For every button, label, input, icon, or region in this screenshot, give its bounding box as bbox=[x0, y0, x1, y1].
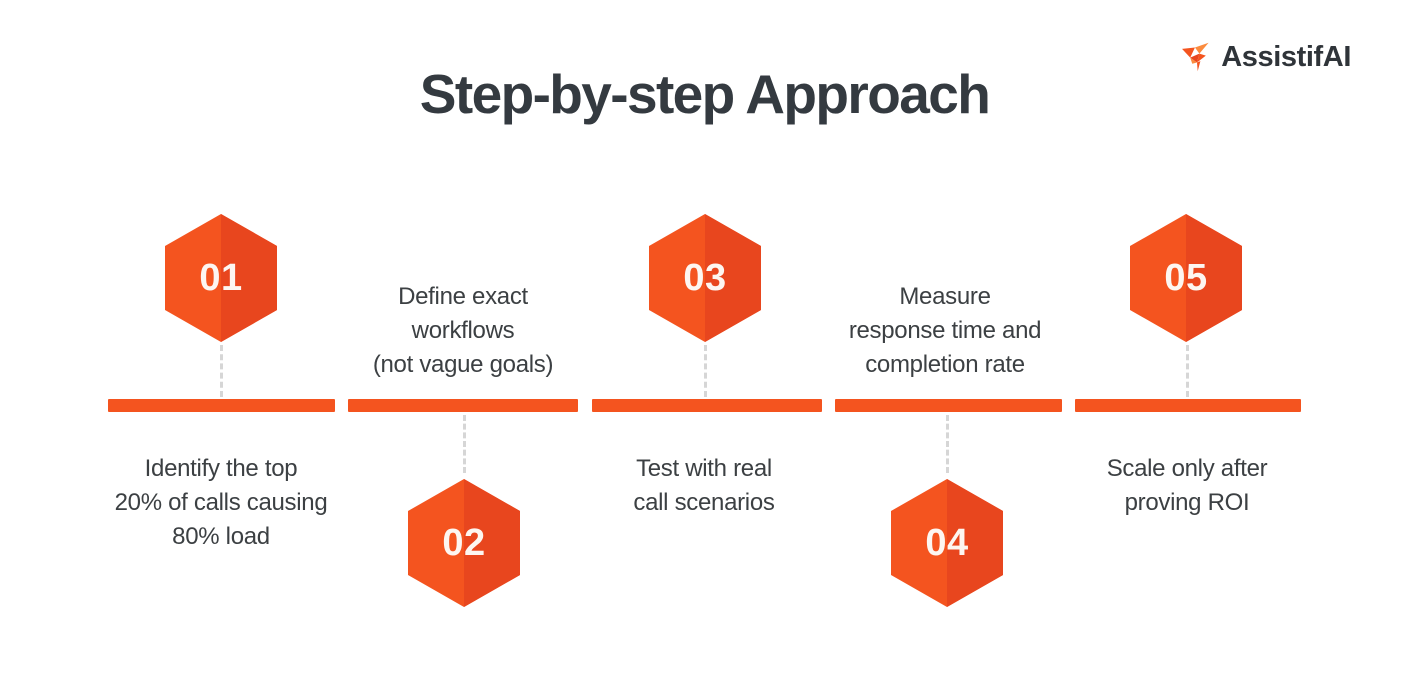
connector-step-4 bbox=[946, 415, 949, 473]
step-caption-4-line-3: completion rate bbox=[865, 351, 1025, 379]
step-caption-1: Identify the top 20% of calls causing 80… bbox=[81, 452, 361, 554]
origami-bird-icon bbox=[1180, 40, 1214, 74]
step-caption-3: Test with real call scenarios bbox=[589, 452, 819, 520]
step-caption-1-line-3: 80% load bbox=[172, 523, 270, 551]
brand-logo: AssistifAI bbox=[1180, 40, 1351, 74]
step-caption-2-line-3: (not vague goals) bbox=[372, 351, 554, 379]
step-badge-3[interactable]: 03 bbox=[649, 214, 761, 342]
step-caption-5: Scale only after proving ROI bbox=[1073, 452, 1301, 520]
step-caption-3-line-2: call scenarios bbox=[633, 489, 775, 517]
timeline-bar-segment-1 bbox=[108, 399, 335, 412]
step-caption-1-line-2: 20% of calls causing bbox=[114, 489, 328, 517]
step-caption-1-line-1: Identify the top bbox=[144, 455, 298, 482]
step-caption-4-line-1: Measure bbox=[899, 283, 991, 310]
step-badge-5[interactable]: 05 bbox=[1130, 214, 1242, 342]
timeline-bar-segment-5 bbox=[1075, 399, 1301, 412]
connector-step-1 bbox=[220, 345, 223, 397]
step-caption-2: Define exact workflows (not vague goals) bbox=[338, 280, 588, 382]
timeline-bar-segment-4 bbox=[835, 399, 1062, 412]
connector-step-5 bbox=[1186, 345, 1189, 397]
step-badge-1[interactable]: 01 bbox=[165, 214, 277, 342]
step-caption-4: Measure response time and completion rat… bbox=[818, 280, 1072, 382]
timeline-bar-segment-2 bbox=[348, 399, 578, 412]
step-caption-4-line-2: response time and bbox=[848, 317, 1042, 345]
step-badge-2[interactable]: 02 bbox=[408, 479, 520, 607]
step-caption-5-line-1: Scale only after bbox=[1106, 455, 1268, 482]
step-caption-3-line-1: Test with real bbox=[636, 455, 772, 482]
step-caption-5-line-2: proving ROI bbox=[1124, 489, 1250, 517]
step-caption-2-line-2: workflows bbox=[411, 317, 515, 345]
timeline-bar-segment-3 bbox=[592, 399, 822, 412]
page-title: Step-by-step Approach bbox=[419, 63, 991, 125]
timeline-bar bbox=[0, 399, 1409, 413]
step-badge-4[interactable]: 04 bbox=[891, 479, 1003, 607]
brand-name: AssistifAI bbox=[1221, 40, 1351, 73]
connector-step-3 bbox=[704, 345, 707, 397]
connector-step-2 bbox=[463, 415, 466, 473]
step-caption-2-line-1: Define exact bbox=[398, 283, 528, 310]
